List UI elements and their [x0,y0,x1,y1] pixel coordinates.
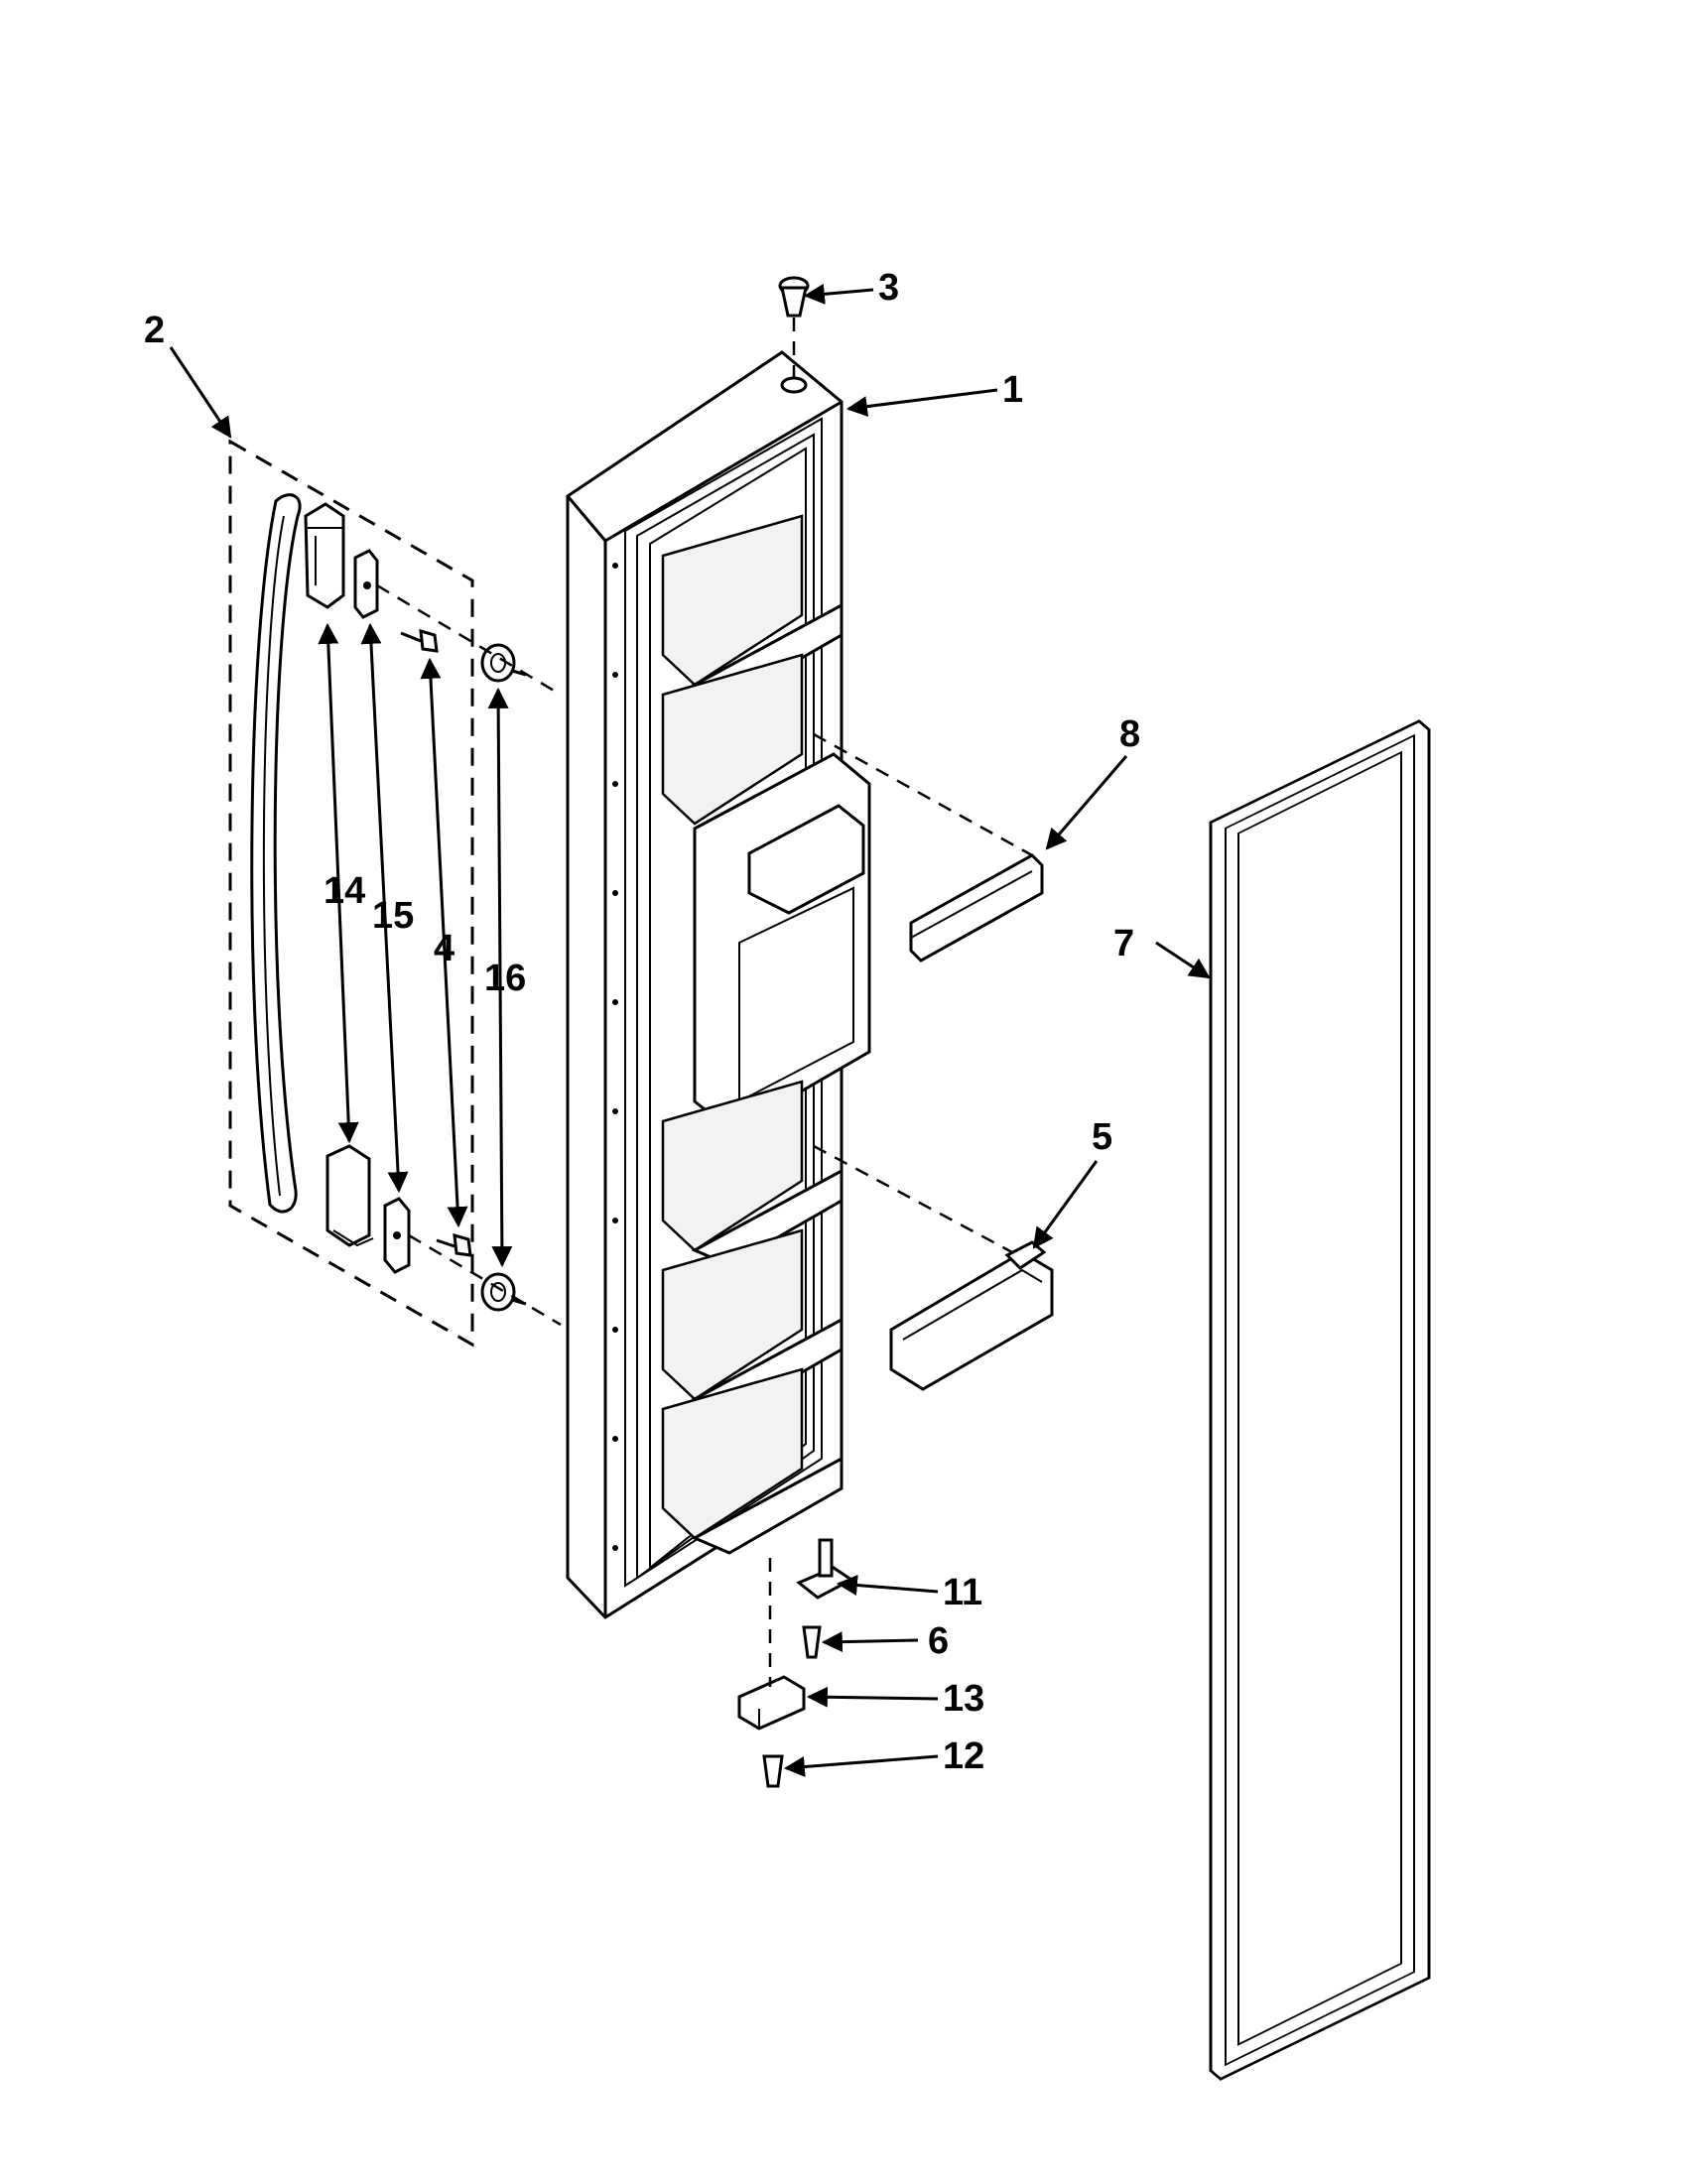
leader-1 [845,388,998,418]
bin-alignment-line [813,1144,1013,1254]
callout-15: 15 [372,895,414,937]
dispenser-chute-cup [747,804,865,915]
dispenser-front-panel [738,886,854,1103]
door-handle-bar [250,493,302,1214]
door-gasket [1209,719,1431,2081]
callout-5: 5 [1092,1116,1112,1158]
arrow-4 [420,657,468,1228]
top-hinge-bushing [778,276,810,377]
callout-7: 7 [1113,923,1134,964]
leader-7 [1155,941,1211,979]
leader-8 [1045,755,1128,850]
hinge-screw [802,1625,822,1659]
lower-door-shelf-1 [661,1080,804,1252]
lower-handle-end-cap [325,1144,371,1247]
door-top-edge [604,400,843,543]
leader-2 [169,346,232,439]
lower-handle-screw [436,1232,472,1257]
arrow-15 [360,622,409,1194]
callout-3: 3 [878,267,899,309]
callout-2: 2 [144,310,165,351]
leader-12 [783,1754,939,1777]
callout-6: 6 [928,1620,949,1662]
callout-4: 4 [434,928,454,969]
door-bin [813,1144,1054,1391]
callout-1: 1 [1002,369,1023,411]
arrow-16 [487,687,513,1268]
leader-13 [806,1686,939,1708]
door-liner-inner [636,433,815,1580]
leader-6 [821,1631,919,1653]
callout-leaders [169,283,1211,1777]
upper-door-shelf-2 [661,653,804,826]
handle-kit-dashed-outline [228,439,474,1348]
callout-12: 12 [943,1735,984,1777]
lower-door-shelf-2 [661,1228,804,1401]
arrow-14 [318,622,359,1144]
bottom-hinge [737,1675,806,1731]
leader-5 [1032,1160,1099,1249]
callout-11: 11 [943,1572,982,1613]
dispenser-trim-strip [813,732,1044,963]
callout-8: 8 [1119,713,1140,755]
bottom-hinge-parts [737,1538,854,1788]
bottom-hinge-screw [762,1754,784,1788]
freezer-door-assembly [566,350,871,1619]
lower-door-shelf-3 [661,1367,804,1540]
upper-handle-screw [400,628,439,653]
lower-shoulder-stud [480,1272,527,1312]
lower-clip-hole [393,1231,401,1239]
upper-alignment-line [376,583,562,697]
leader-11 [836,1575,939,1596]
callout-14: 14 [324,870,365,912]
upper-end-cap-detail [308,527,343,585]
upper-door-shelf-1 [661,514,804,687]
lower-alignment-line [408,1233,562,1327]
lower-end-cap-detail [332,1229,374,1247]
callout-labels: 3 1 2 8 7 5 14 15 4 16 11 6 13 12 [144,267,1140,1777]
callout-16: 16 [484,958,526,999]
handle-bar-highlight [262,515,285,1197]
callout-13: 13 [943,1678,984,1720]
door-top-hinge-hole [780,376,808,394]
upper-handle-end-cap [304,502,345,609]
handle-assembly-group [228,439,562,1348]
leader-3 [803,283,874,305]
lower-shelf-3-lip [691,1456,844,1555]
hinge-pin-bracket [796,1538,854,1600]
door-top-corner [566,495,607,542]
door-side-mounting-holes [612,563,618,1551]
upper-clip-hole [363,581,371,589]
door-liner-outer [624,417,823,1588]
upper-shoulder-stud [480,643,527,683]
trim-alignment-line [813,732,1033,857]
door-gasket-channel [649,447,807,1571]
